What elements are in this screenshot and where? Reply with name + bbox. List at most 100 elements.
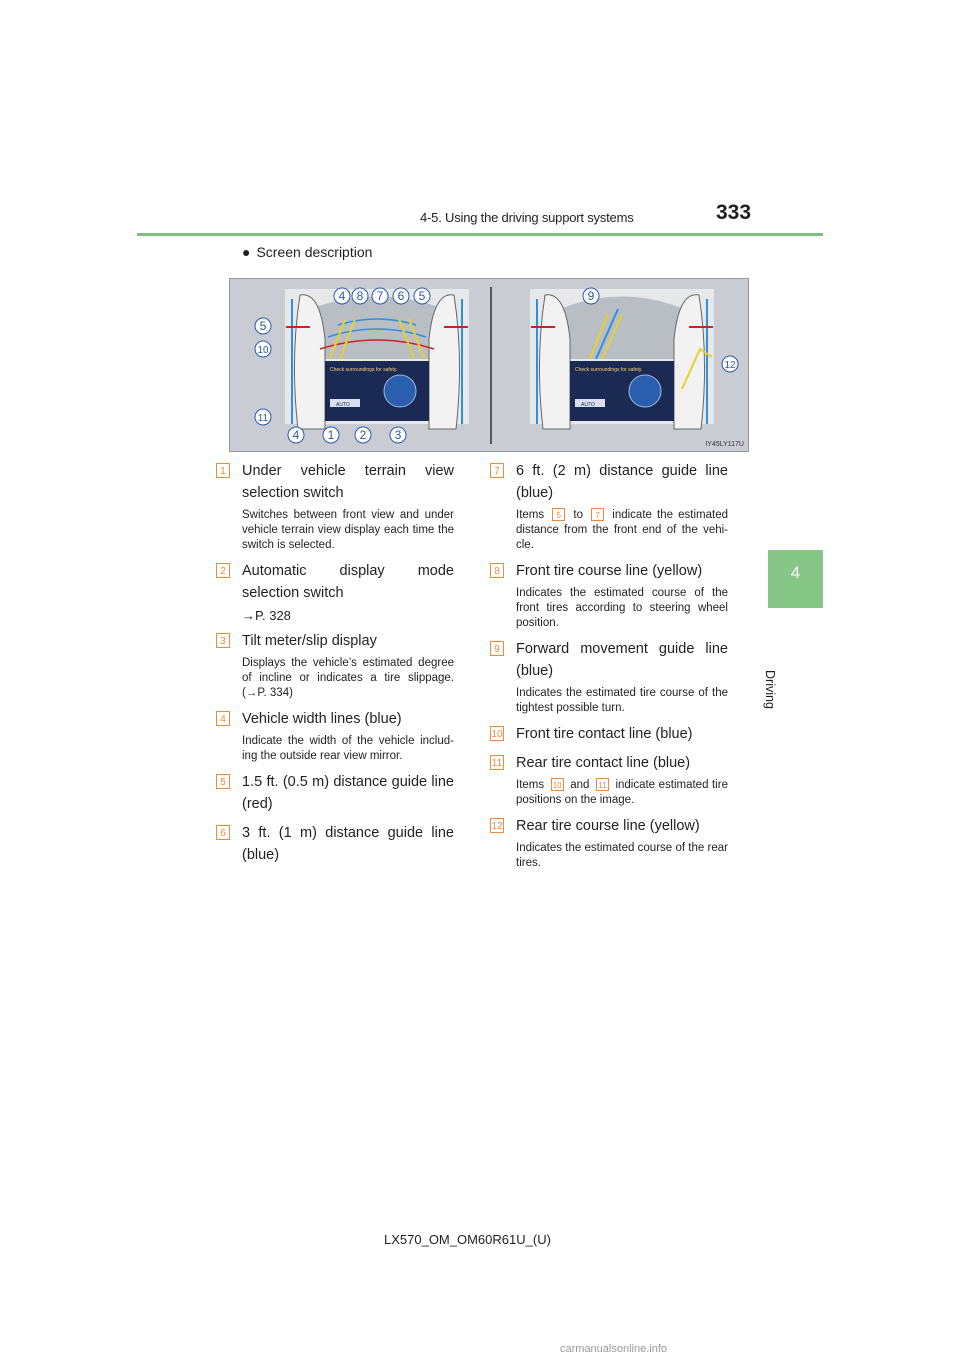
item-title: Forward movement guide line (blue) bbox=[516, 641, 728, 679]
item-title: Vehicle width lines (blue) bbox=[242, 711, 402, 727]
item-title: Rear tire contact line (blue) bbox=[516, 755, 691, 771]
callout-9-top: 9 bbox=[582, 287, 600, 305]
svg-text:6: 6 bbox=[398, 289, 405, 303]
auto-label-right: AUTO bbox=[581, 402, 595, 408]
screen-description-figure: Check surroundings for safety. AUTO Chec… bbox=[229, 278, 749, 452]
item-6: 6 3 ft. (1 m) distance guide line (blue) bbox=[216, 822, 454, 866]
tilt-meter-left bbox=[383, 374, 417, 408]
front-course-left bbox=[329, 318, 356, 360]
right-tire bbox=[428, 294, 461, 430]
svg-text:4: 4 bbox=[339, 289, 346, 303]
svg-text:5: 5 bbox=[419, 289, 426, 303]
auto-button-left bbox=[330, 399, 360, 407]
callout-11-left: 11 bbox=[254, 408, 272, 426]
desc-mid: to bbox=[573, 509, 583, 521]
items-left-column: 1 Under vehicle terrain view selection s… bbox=[216, 460, 454, 873]
items-right-column: 7 6 ft. (2 m) distance guide line (blue)… bbox=[490, 460, 728, 878]
svg-text:5: 5 bbox=[260, 319, 267, 333]
item-description: Indicates the estimated tire course of t… bbox=[516, 687, 728, 714]
item-number: 10 bbox=[490, 726, 504, 741]
item-title: 3 ft. (1 m) distance guide line (blue) bbox=[242, 825, 454, 863]
bullet-icon: ● bbox=[242, 244, 251, 260]
svg-text:4: 4 bbox=[293, 428, 300, 442]
item-8: 8 Front tire course line (yellow) Indica… bbox=[490, 560, 728, 631]
item-number: 5 bbox=[216, 774, 230, 789]
blue-2m-line bbox=[337, 318, 417, 326]
item-number: 9 bbox=[490, 641, 504, 656]
item-number: 6 bbox=[216, 825, 230, 840]
screen-text-left: Check surroundings for safety. bbox=[330, 367, 397, 373]
item-3: 3 Tilt meter/slip display Displays the v… bbox=[216, 630, 454, 701]
item-title: 1.5 ft. (0.5 m) distance guide line (red… bbox=[242, 774, 454, 812]
page-number: 333 bbox=[716, 201, 752, 224]
auto-label-left: AUTO bbox=[336, 402, 350, 408]
item-number: 12 bbox=[490, 818, 504, 833]
svg-text:10: 10 bbox=[257, 345, 269, 356]
item-title: Automatic display mode selection switch bbox=[242, 563, 454, 601]
callout-5-left: 5 bbox=[254, 317, 272, 335]
item-5: 5 1.5 ft. (0.5 m) distance guide line (r… bbox=[216, 771, 454, 815]
item-2: 2 Automatic display mode selection switc… bbox=[216, 560, 454, 623]
callout-2-bottom: 2 bbox=[354, 426, 372, 444]
svg-text:2: 2 bbox=[360, 428, 367, 442]
item-10: 10 Front tire contact line (blue) bbox=[490, 723, 728, 745]
page-reference-link[interactable]: →P. 328 bbox=[242, 608, 291, 623]
callout-7-top: 7 bbox=[371, 287, 389, 305]
item-number: 11 bbox=[490, 755, 504, 770]
item-title: Front tire contact line (blue) bbox=[516, 726, 693, 742]
auto-button-right bbox=[575, 399, 605, 407]
callout-4-top: 4 bbox=[333, 287, 351, 305]
figure-code: IY45LY117U bbox=[705, 441, 744, 448]
desc-prefix: Items bbox=[516, 509, 545, 521]
item-1: 1 Under vehicle terrain view selection s… bbox=[216, 460, 454, 553]
under-left-tire bbox=[538, 294, 571, 430]
item-title: 6 ft. (2 m) distance guide line (blue) bbox=[516, 463, 728, 501]
item-title: Rear tire course line (yellow) bbox=[516, 818, 700, 834]
svg-text:1: 1 bbox=[328, 428, 335, 442]
svg-text:11: 11 bbox=[258, 413, 269, 424]
tilt-meter-right bbox=[628, 374, 662, 408]
item-9: 9 Forward movement guide line (blue) Ind… bbox=[490, 638, 728, 716]
forward-guide-blue bbox=[595, 308, 619, 360]
callout-10-left: 10 bbox=[254, 340, 272, 358]
callout-6-top: 6 bbox=[392, 287, 410, 305]
inline-item-ref: 11 bbox=[595, 778, 609, 792]
item-description: Items 10 and 11 indicate estimated tire … bbox=[516, 778, 728, 808]
section-heading: ● Screen description bbox=[242, 244, 372, 260]
item-number: 4 bbox=[216, 711, 230, 726]
desc-suffix: indicate estimated tire positions on the… bbox=[516, 779, 728, 806]
svg-text:12: 12 bbox=[724, 360, 736, 371]
section-heading-text: Screen description bbox=[256, 244, 373, 260]
item-description: Indicates the estimated course of the re… bbox=[516, 842, 728, 869]
chapter-label-wrapper: Driving bbox=[763, 618, 795, 709]
item-description: Displays the vehicle’s estimated degree … bbox=[242, 657, 454, 699]
inline-item-ref: 7 bbox=[591, 508, 605, 522]
item-description: Indicates the estimated course of the fr… bbox=[516, 587, 728, 629]
inline-item-ref: 10 bbox=[550, 778, 564, 792]
figure-illustration: Check surroundings for safety. AUTO Chec… bbox=[254, 287, 739, 444]
front-view-panel: Check surroundings for safety. AUTO bbox=[285, 289, 469, 430]
item-number: 3 bbox=[216, 633, 230, 648]
desc-mid: and bbox=[570, 779, 590, 791]
under-vehicle-panel: Check surroundings for safety. AUTO bbox=[530, 289, 714, 430]
item-title: Front tire course line (yellow) bbox=[516, 563, 703, 579]
under-right-tire bbox=[673, 294, 706, 430]
callout-12-right: 12 bbox=[721, 355, 739, 373]
item-description: Indicate the width of the vehicle includ… bbox=[242, 735, 454, 762]
svg-text:9: 9 bbox=[588, 289, 595, 303]
svg-text:8: 8 bbox=[357, 289, 364, 303]
terrain-area bbox=[310, 296, 444, 359]
item-number: 1 bbox=[216, 463, 230, 478]
item-title: Tilt meter/slip display bbox=[242, 633, 377, 649]
left-tire bbox=[293, 294, 326, 430]
chapter-label: Driving bbox=[763, 670, 777, 709]
item-number: 7 bbox=[490, 463, 504, 478]
item-description: Items 5 to 7 indicate the estimated dist… bbox=[516, 508, 728, 553]
item-title: Under vehicle terrain view selection swi… bbox=[242, 463, 454, 501]
rear-course-yellow bbox=[681, 347, 713, 390]
item-4: 4 Vehicle width lines (blue) Indicate th… bbox=[216, 708, 454, 764]
forward-course-yellow bbox=[589, 313, 623, 360]
item-7: 7 6 ft. (2 m) distance guide line (blue)… bbox=[490, 460, 728, 553]
watermark: carmanualsonline.info bbox=[560, 1343, 668, 1355]
svg-text:7: 7 bbox=[377, 289, 384, 303]
